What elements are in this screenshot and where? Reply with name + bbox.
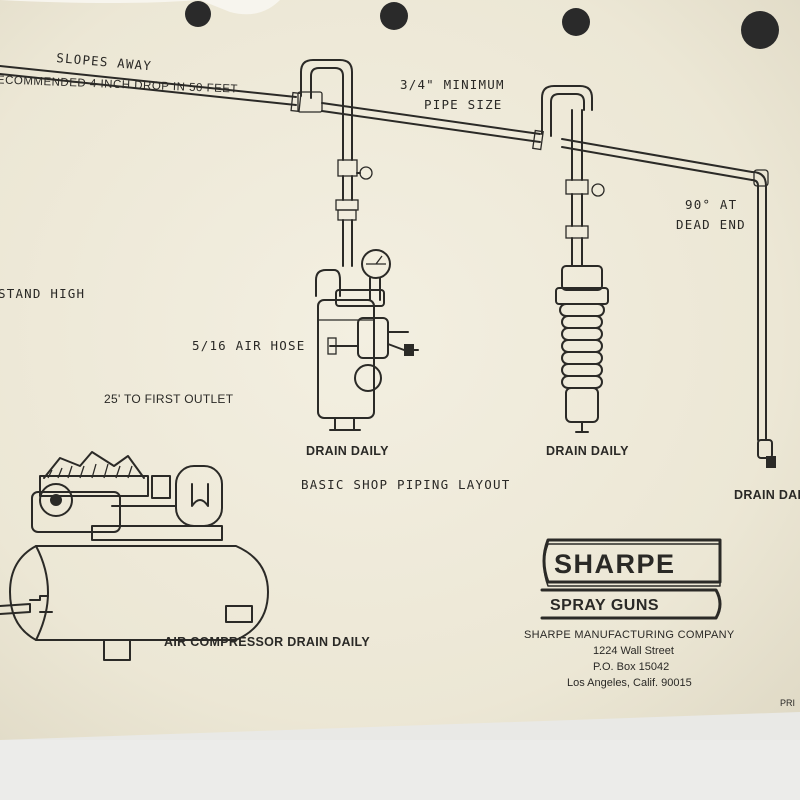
label-first-outlet: 25' TO FIRST OUTLET <box>104 392 234 406</box>
label-stand-high: STAND HIGH <box>0 286 85 301</box>
gooseneck-riser-2 <box>541 85 605 267</box>
diagram-title: BASIC SHOP PIPING LAYOUT <box>301 477 510 492</box>
label-dead-end-1: 90° AT <box>685 197 737 212</box>
gooseneck-riser-1 <box>297 59 373 267</box>
sharpe-logo <box>540 538 722 620</box>
corner-fragment-text: PRI <box>780 698 795 708</box>
label-pipe-size-1: 3/4" MINIMUM <box>400 77 505 92</box>
label-drain-daily-separator: DRAIN DAILY <box>546 444 629 458</box>
label-pipe-size-2: PIPE SIZE <box>424 97 503 112</box>
torn-top-edge <box>0 0 280 15</box>
dead-end-drop-leg <box>751 169 776 468</box>
company-city: Los Angeles, Calif. 90015 <box>567 677 692 689</box>
air-compressor <box>0 451 269 661</box>
white-background <box>0 740 800 800</box>
label-compressor-drain: AIR COMPRESSOR DRAIN DAILY <box>164 635 370 649</box>
binder-holes <box>185 1 779 49</box>
main-air-line <box>0 65 753 181</box>
company-name: SHARPE MANUFACTURING COMPANY <box>524 629 735 641</box>
label-dead-end-2: DEAD END <box>676 217 746 232</box>
label-drain-daily-dead-end: DRAIN DAILY <box>734 488 800 502</box>
logo-brand-line2: SPRAY GUNS <box>550 597 659 614</box>
air-transformer <box>315 249 419 431</box>
company-street: 1224 Wall Street <box>593 645 674 657</box>
label-air-hose: 5/16 AIR HOSE <box>192 338 305 353</box>
logo-brand-line1: SHARPE <box>554 549 676 579</box>
company-po-box: P.O. Box 15042 <box>593 661 669 673</box>
oil-water-separator <box>555 265 609 433</box>
label-drain-daily-transformer: DRAIN DAILY <box>306 444 389 458</box>
